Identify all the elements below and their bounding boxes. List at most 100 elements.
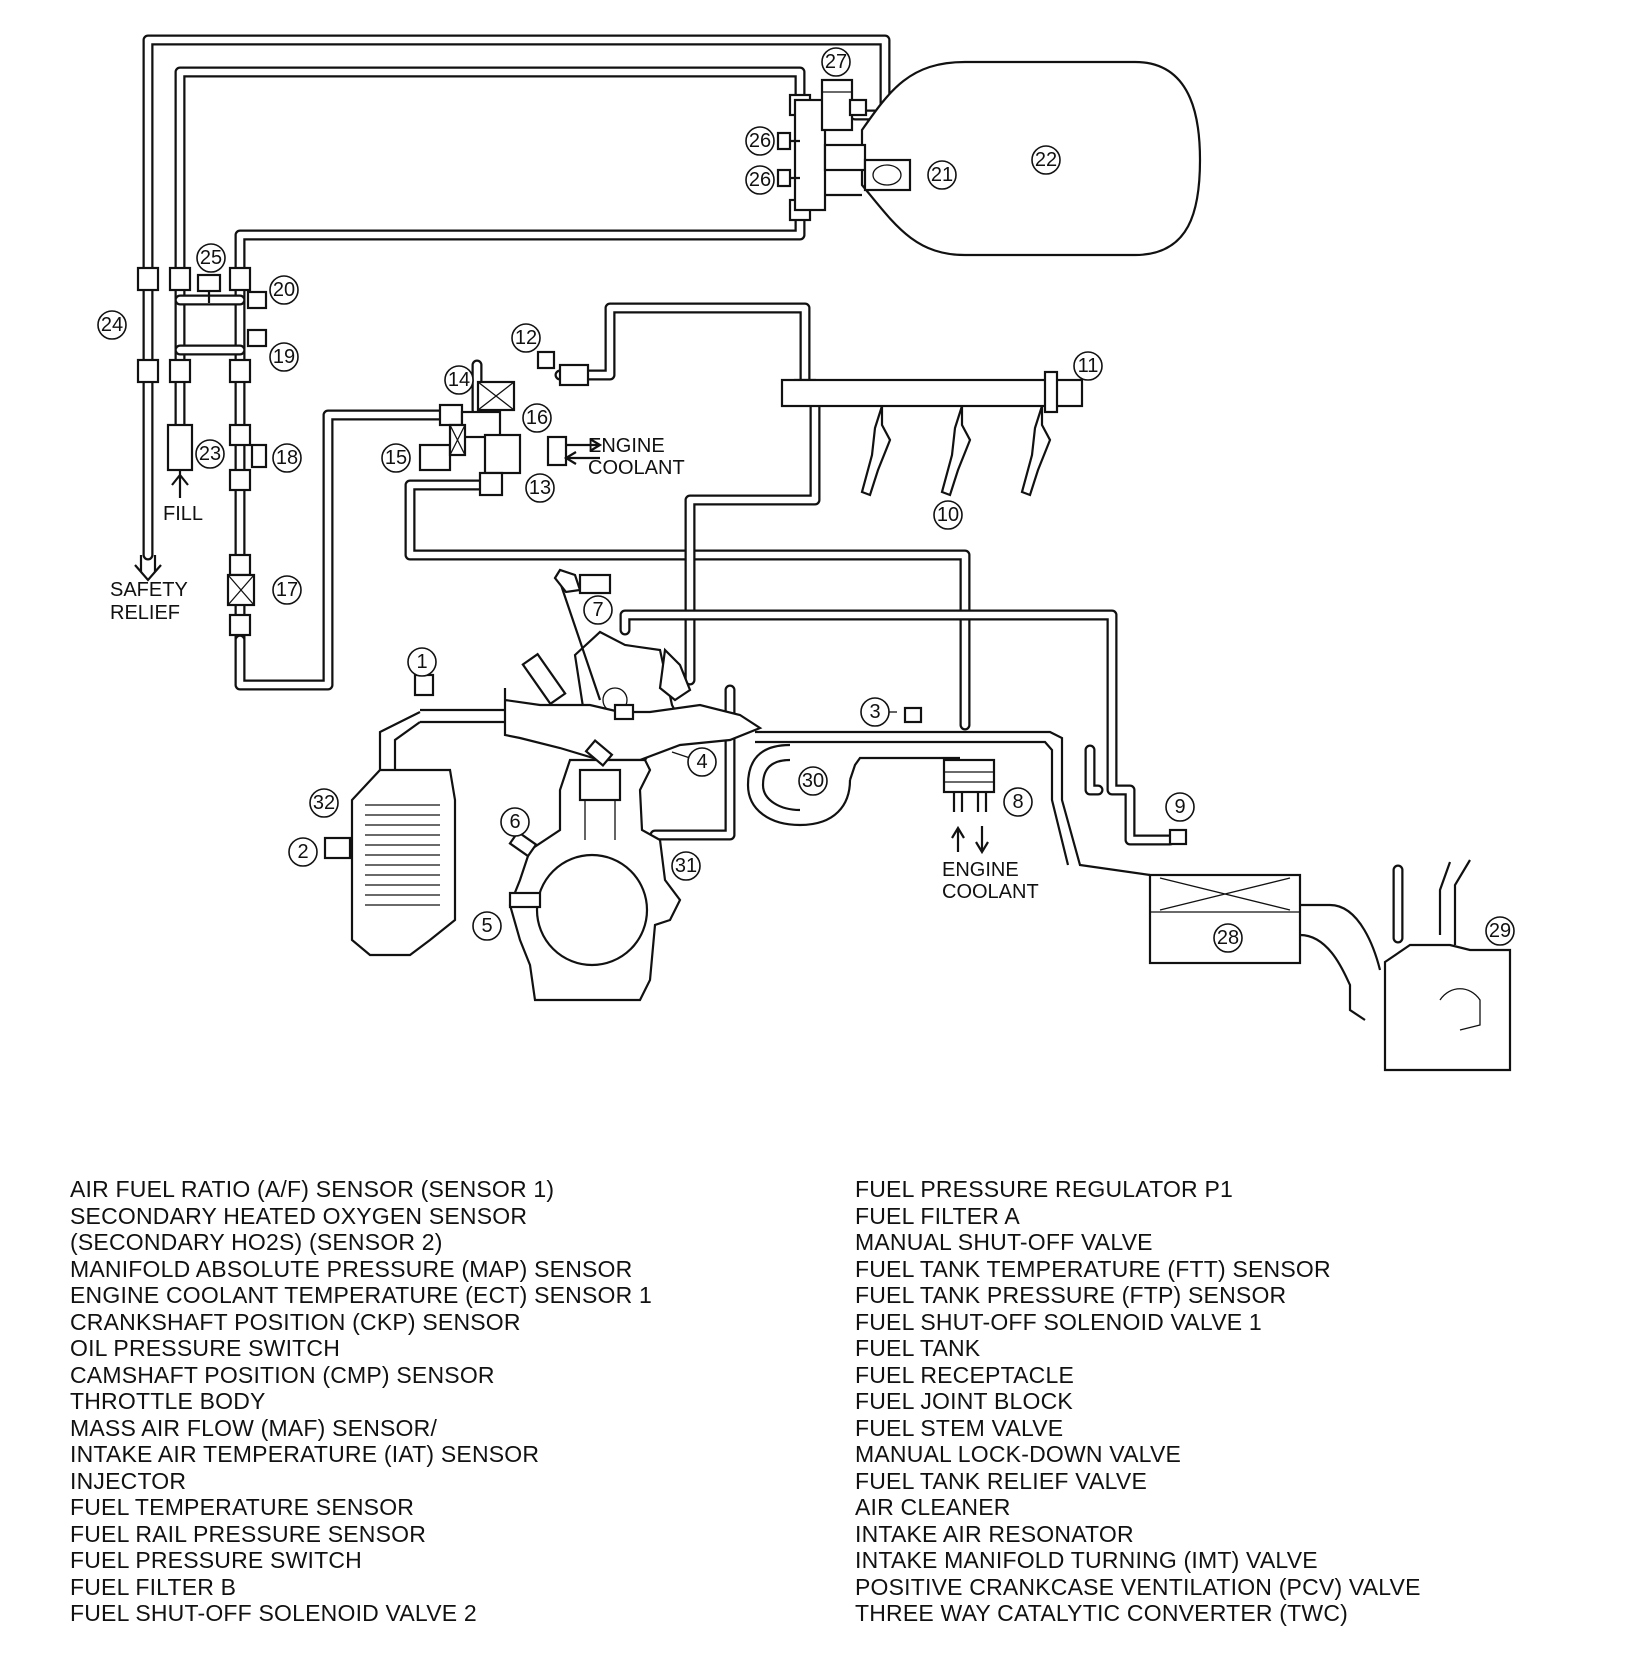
legend-item: OIL PRESSURE SWITCH xyxy=(70,1335,341,1361)
legend-right: FUEL PRESSURE REGULATOR P1 FUEL FILTER A… xyxy=(855,1176,1421,1627)
callout-30: 30 xyxy=(798,766,828,796)
callout-6: 6 xyxy=(500,807,530,837)
svg-text:10: 10 xyxy=(937,504,959,526)
callout-18: 18 xyxy=(272,443,302,473)
callout-2: 2 xyxy=(288,837,318,867)
catalytic-converter xyxy=(323,673,542,957)
manual-shutoff-valve xyxy=(250,443,268,469)
callout-9: 9 xyxy=(1165,792,1195,822)
callout-32: 32 xyxy=(309,788,339,818)
legend-item: FUEL SHUT-OFF SOLENOID VALVE 2 xyxy=(70,1600,477,1626)
legend-item: FUEL TANK TEMPERATURE (FTT) SENSOR xyxy=(855,1255,1331,1282)
callout-15: 15 xyxy=(381,443,411,473)
legend-item: ENGINE COOLANT TEMPERATURE (ECT) SENSOR … xyxy=(70,1282,653,1308)
callout-16: 16 xyxy=(522,403,552,433)
callout-4: 4 xyxy=(687,747,717,777)
svg-text:15: 15 xyxy=(385,447,407,469)
callout-5: 5 xyxy=(472,911,502,941)
legend-item: INJECTOR xyxy=(70,1467,187,1494)
tank-valve-block xyxy=(776,78,912,212)
callout-20: 20 xyxy=(269,275,299,305)
engine-coolant-label-top: ENGINE xyxy=(588,435,665,457)
callout-21: 21 xyxy=(927,160,957,190)
engine xyxy=(503,568,763,1002)
callout-8: 8 xyxy=(1003,787,1033,817)
svg-text:28: 28 xyxy=(1217,927,1239,949)
safety-relief-label-2: RELIEF xyxy=(110,602,180,624)
callout-29: 29 xyxy=(1485,916,1515,946)
legend-item: SECONDARY HEATED OXYGEN SENSOR xyxy=(70,1202,528,1229)
legend-left: AIR FUEL RATIO (A/F) SENSOR (SENSOR 1) S… xyxy=(70,1176,652,1627)
fuel-receptacle xyxy=(166,423,194,472)
svg-text:29: 29 xyxy=(1489,920,1511,942)
svg-text:14: 14 xyxy=(448,369,470,391)
svg-text:25: 25 xyxy=(200,247,222,269)
legend-item: POSITIVE CRANKCASE VENTILATION (PCV) VAL… xyxy=(855,1573,1421,1600)
legend-item: FUEL PRESSURE REGULATOR P1 xyxy=(855,1176,1233,1202)
callout-25: 25 xyxy=(196,243,226,273)
svg-text:3: 3 xyxy=(869,701,880,723)
fuel-tank-relief-valve xyxy=(196,273,222,293)
fill-arrow xyxy=(171,470,189,498)
svg-text:22: 22 xyxy=(1035,149,1057,171)
legend-item: THREE WAY CATALYTIC CONVERTER (TWC) xyxy=(855,1600,1348,1626)
engine-coolant-label-bottom: ENGINE xyxy=(942,859,1019,881)
callout-31: 31 xyxy=(671,851,701,881)
svg-text:17: 17 xyxy=(276,579,298,601)
svg-text:23: 23 xyxy=(199,443,221,465)
legend-item: FUEL FILTER B xyxy=(70,1573,237,1600)
safety-relief-arrow xyxy=(134,564,162,582)
callout-22: 22 xyxy=(1031,145,1061,175)
svg-text:2: 2 xyxy=(297,841,308,863)
callout-28: 28 xyxy=(1213,923,1243,953)
callout-7: 7 xyxy=(583,595,613,625)
svg-text:5: 5 xyxy=(481,915,492,937)
fuel-tank xyxy=(860,60,1202,257)
callout-11: 11 xyxy=(1073,351,1103,381)
air-intake-ducting xyxy=(1299,859,1512,1072)
callout-3: 3 xyxy=(860,697,890,727)
callout-1: 1 xyxy=(407,647,437,677)
svg-text:30: 30 xyxy=(802,770,824,792)
legend-item: FUEL TANK xyxy=(855,1335,981,1361)
svg-text:20: 20 xyxy=(273,279,295,301)
engine-coolant-label-top-2: COOLANT xyxy=(588,457,685,479)
legend-item: CRANKSHAFT POSITION (CKP) SENSOR xyxy=(70,1308,521,1335)
legend-item: INTAKE MANIFOLD TURNING (IMT) VALVE xyxy=(855,1547,1318,1573)
legend-item: FUEL PRESSURE SWITCH xyxy=(70,1547,362,1573)
callout-13: 13 xyxy=(525,473,555,503)
callout-14: 14 xyxy=(444,365,474,395)
legend-item: MANUAL SHUT-OFF VALVE xyxy=(855,1229,1153,1255)
svg-text:13: 13 xyxy=(529,477,551,499)
legend-item: AIR CLEANER xyxy=(855,1494,1011,1520)
engine-coolant-label-bottom-2: COOLANT xyxy=(942,881,1039,903)
legend-item: MASS AIR FLOW (MAF) SENSOR/ xyxy=(70,1414,438,1441)
fuel-system-diagram: SAFETY RELIEF FILL ENGINE COOLANT ENGINE… xyxy=(97,34,1515,1072)
callout-26b: 26 xyxy=(745,165,775,195)
legend-item: MANIFOLD ABSOLUTE PRESSURE (MAP) SENSOR xyxy=(70,1255,633,1282)
safety-relief-label: SAFETY xyxy=(110,579,188,601)
legend-item: FUEL STEM VALVE xyxy=(855,1414,1064,1441)
legend-item: INTAKE AIR TEMPERATURE (IAT) SENSOR xyxy=(70,1441,540,1467)
legend-item: FUEL TANK PRESSURE (FTP) SENSOR xyxy=(855,1282,1287,1308)
svg-text:8: 8 xyxy=(1012,791,1023,813)
svg-text:27: 27 xyxy=(825,51,847,73)
callout-19: 19 xyxy=(269,342,299,372)
fuel-rail xyxy=(780,378,1084,408)
legend-item: FUEL TEMPERATURE SENSOR xyxy=(70,1494,415,1520)
svg-text:16: 16 xyxy=(526,407,548,429)
callout-10: 10 xyxy=(933,500,963,530)
legend-item: FUEL SHUT-OFF SOLENOID VALVE 1 xyxy=(855,1308,1262,1335)
callout-24: 24 xyxy=(97,310,127,340)
legend-item: FUEL RECEPTACLE xyxy=(855,1361,1074,1388)
legend-item: FUEL FILTER A xyxy=(855,1202,1020,1229)
legend-item: (SECONDARY HO2S) (SENSOR 2) xyxy=(70,1229,443,1255)
svg-text:4: 4 xyxy=(696,751,707,773)
ftp-sensor-body xyxy=(246,328,268,348)
callout-12: 12 xyxy=(511,323,541,353)
svg-text:19: 19 xyxy=(273,346,295,368)
callout-27: 27 xyxy=(821,47,851,77)
legend-item: AIR FUEL RATIO (A/F) SENSOR (SENSOR 1) xyxy=(70,1176,555,1202)
ftt-sensor-body xyxy=(246,290,268,310)
legend-item: INTAKE AIR RESONATOR xyxy=(855,1520,1134,1547)
